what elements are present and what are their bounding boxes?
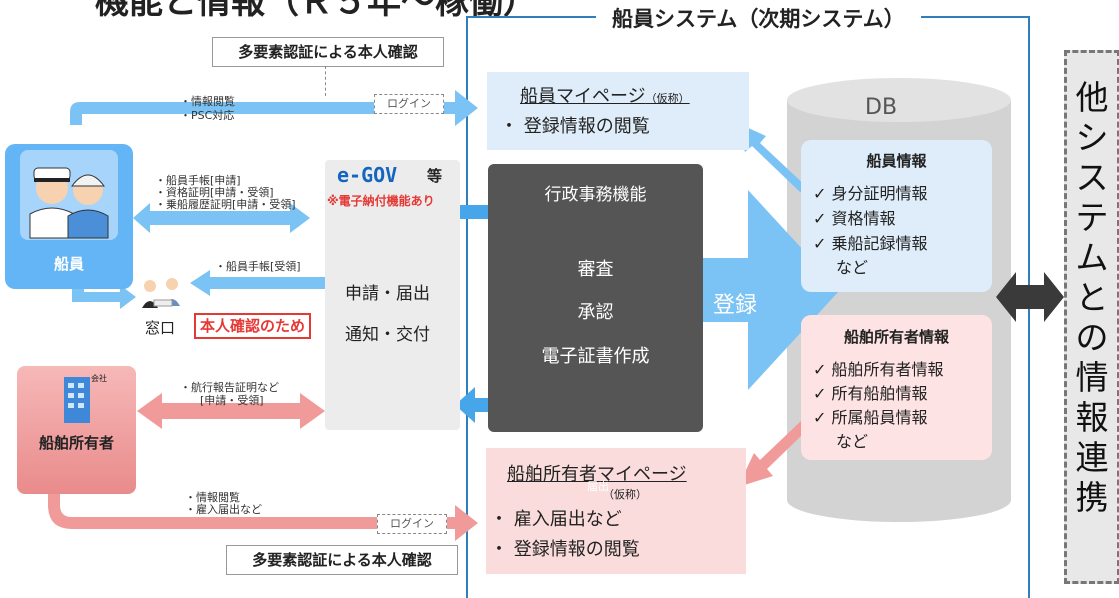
system-title: 船員システム（次期システム）: [596, 3, 921, 33]
db-sailor-mypage-arrow: [735, 122, 808, 192]
egov-notify: 通知・交付: [345, 325, 430, 345]
sailor-mypage-name: 船員マイページ: [520, 86, 646, 107]
sailor-illustration: [20, 150, 118, 240]
egov-etc: 等: [427, 167, 443, 185]
db-sailor-info: [801, 140, 992, 292]
db-sailor-info-title: 船員情報: [866, 152, 927, 170]
egov-panel: [325, 160, 460, 430]
sailor-window-arrow: [72, 285, 136, 309]
mfa-top-connector: [325, 66, 326, 96]
link-double-arrow: [996, 272, 1064, 322]
sailor-apply-label-2: ・資格証明[申請・受領]: [155, 186, 274, 199]
owner-apply-arrow: [137, 393, 325, 429]
admin-step-certificate: 電子証書作成: [541, 346, 650, 367]
admin-function-box: [488, 164, 703, 432]
login-top[interactable]: ログイン: [374, 94, 444, 114]
owner-view-arrow: [48, 494, 478, 541]
owner-apply-label-2: [申請・受領]: [200, 394, 264, 407]
sailor-mypage-item: ・ 登録情報の閲覧: [500, 116, 650, 137]
login-bottom[interactable]: ログイン: [377, 514, 447, 534]
owner-mypage: [486, 448, 746, 574]
db-owner-item-2: ✓ 所有船舶情報: [813, 384, 928, 403]
building-icon: [60, 371, 100, 423]
sailor-receive-arrow: [190, 270, 325, 296]
sailor-mypage-title: 船員マイページ（仮称）: [520, 82, 690, 108]
sailor-receive-label: ・船員手帳[受領]: [215, 260, 301, 273]
owner-view-label-2: ・雇入届出など: [185, 503, 262, 516]
db-owner-info: [801, 315, 992, 460]
db-owner-item-3: ✓ 所属船員情報: [813, 408, 928, 427]
owner-mypage-item-2: ・ 登録情報の閲覧: [490, 539, 640, 560]
owner-sign: 会社: [91, 374, 107, 383]
db-sailor-item-1: ✓ 身分証明情報: [813, 184, 928, 203]
sailor-apply-label-3: ・乗船履歴証明[申請・受領]: [155, 198, 296, 211]
owner-apply-label-1: ・航行報告証明など: [180, 381, 279, 394]
owner-mypage-item-1: ・ 雇入届出など: [490, 509, 622, 530]
db-sailor-item-3: ✓ 乗船記録情報: [813, 234, 928, 253]
db-sailor-etc: など: [836, 258, 869, 277]
admin-step-approve: 承認: [577, 302, 614, 323]
sailor-apply-label-1: ・船員手帳[申請]: [155, 174, 241, 187]
mfa-top-box: 多要素認証による本人確認: [212, 37, 444, 67]
page-title: 機能と情報（Ｒ５年〜稼働）: [95, 0, 537, 22]
sailor-view-label-2: ・PSC対応: [180, 109, 235, 122]
db-label: DB: [865, 95, 898, 120]
other-system-label: 他システムとの情報連携: [1075, 78, 1109, 517]
mfa-bottom-box: 多要素認証による本人確認: [226, 545, 458, 575]
owner-view-label-1: ・情報閲覧: [185, 491, 240, 504]
sailor-apply-arrow: [133, 203, 310, 233]
sailor-view-arrow: [70, 90, 478, 126]
db-owner-etc: など: [836, 432, 869, 451]
sailor-mypage-suffix: （仮称）: [645, 92, 690, 105]
todokede-label: 届出: [587, 480, 609, 493]
egov-payment-note: ※電子納付機能あり: [327, 194, 435, 208]
db-owner-item-1: ✓ 船舶所有者情報: [813, 360, 944, 379]
window-icon: [140, 272, 182, 312]
register-arrow: [703, 190, 840, 390]
owner-mypage-title: 船舶所有者マイページ: [507, 464, 687, 485]
owner-label: 船舶所有者: [38, 434, 114, 452]
db-sailor-item-2: ✓ 資格情報: [813, 209, 896, 228]
window-label: 窓口: [145, 319, 176, 337]
admin-title: 行政事務機能: [544, 185, 647, 205]
egov-apply: 申請・届出: [345, 284, 430, 304]
other-system-box: [1064, 50, 1119, 584]
sailor-label: 船員: [53, 255, 84, 273]
id-check-note: 本人確認のため: [194, 313, 312, 339]
db-owner-info-title: 船舶所有者情報: [843, 328, 949, 346]
register-label: 登録: [713, 293, 758, 318]
egov-logo: e-GOV: [337, 163, 398, 187]
owner-mypage-subtitle: （仮称）: [603, 488, 647, 501]
sailor-mypage: [487, 72, 749, 150]
admin-step-review: 審査: [577, 259, 614, 280]
sailor-view-label-1: ・情報閲覧: [180, 95, 235, 108]
